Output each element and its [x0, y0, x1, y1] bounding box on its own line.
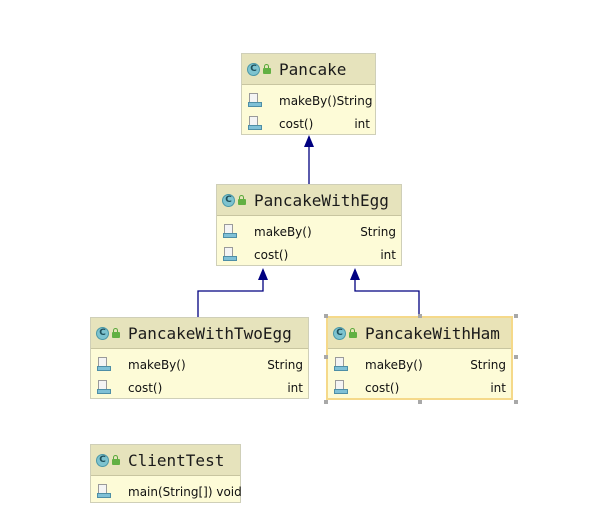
method-icon — [97, 357, 112, 372]
class-node-pancake-with-egg[interactable]: C PancakeWithEgg makeBy() String cost() … — [216, 184, 402, 266]
class-header: C PancakeWithTwoEgg — [91, 318, 308, 349]
method-icon — [248, 93, 263, 108]
resize-handle-bottom[interactable] — [418, 400, 422, 404]
class-icon: C — [96, 453, 109, 467]
resize-handle-right[interactable] — [514, 355, 518, 359]
resize-handle-bottom-left[interactable] — [324, 400, 328, 404]
public-lock-icon — [112, 328, 121, 338]
member-row[interactable]: cost() int — [91, 376, 308, 399]
member-type: int — [490, 380, 506, 395]
member-row[interactable]: cost() int — [217, 243, 401, 266]
class-node-pancake-with-two-egg[interactable]: C PancakeWithTwoEgg makeBy() String cost… — [90, 317, 309, 399]
member-row[interactable]: cost() int — [328, 376, 511, 399]
method-icon — [248, 116, 263, 131]
method-icon — [97, 484, 112, 499]
method-icon — [334, 380, 349, 395]
method-icon — [334, 357, 349, 372]
member-type: int — [287, 380, 303, 395]
class-header: C PancakeWithEgg — [217, 185, 401, 216]
class-icon: C — [222, 193, 235, 207]
public-lock-icon — [112, 455, 121, 465]
arrowhead-egg-left — [258, 268, 268, 280]
class-icon: C — [333, 326, 346, 340]
member-type: int — [354, 116, 370, 131]
class-name: PancakeWithEgg — [254, 190, 389, 210]
member-type: String — [336, 93, 373, 108]
resize-handle-bottom-right[interactable] — [514, 400, 518, 404]
member-name: makeBy() — [279, 93, 337, 108]
class-name: ClientTest — [128, 450, 225, 470]
inheritance-line-ham-to-egg — [354, 270, 420, 317]
public-lock-icon — [238, 195, 247, 205]
resize-handle-left[interactable] — [324, 355, 328, 359]
class-node-client-test[interactable]: C ClientTest main(String[]) void — [90, 444, 242, 503]
arrowhead-egg-right — [350, 268, 360, 280]
member-name: cost() — [365, 380, 400, 395]
public-lock-icon — [349, 328, 358, 338]
public-lock-icon — [263, 64, 272, 74]
member-row[interactable]: makeBy() String — [242, 89, 375, 112]
member-type: String — [470, 357, 506, 372]
class-header: C ClientTest — [91, 445, 240, 476]
member-row[interactable]: makeBy() String — [91, 353, 308, 376]
resize-handle-top-right[interactable] — [514, 314, 518, 318]
member-type: String — [360, 224, 396, 239]
method-icon — [223, 247, 238, 262]
member-row[interactable]: makeBy() String — [328, 353, 511, 376]
class-icon: C — [247, 62, 260, 76]
class-name: Pancake — [279, 59, 347, 79]
member-name: cost() — [128, 380, 163, 395]
class-header: C PancakeWithHam — [328, 318, 511, 349]
member-row[interactable]: makeBy() String — [217, 220, 401, 243]
resize-handle-top[interactable] — [418, 314, 422, 318]
class-name: PancakeWithTwoEgg — [128, 323, 292, 343]
class-name: PancakeWithHam — [365, 323, 500, 343]
member-type: String — [267, 357, 303, 372]
inheritance-line-twoegg-to-egg — [197, 270, 264, 317]
member-name: main(String[]) void — [128, 484, 242, 499]
member-row[interactable]: main(String[]) void — [91, 480, 242, 503]
class-node-pancake-with-ham[interactable]: C PancakeWithHam makeBy() String cost() … — [326, 316, 513, 400]
class-header: C Pancake — [242, 54, 375, 85]
member-name: makeBy() — [365, 357, 423, 372]
method-icon — [223, 224, 238, 239]
member-name: cost() — [254, 247, 289, 262]
member-name: cost() — [279, 116, 314, 131]
method-icon — [97, 380, 112, 395]
arrowhead-pancake — [304, 135, 314, 147]
member-type: int — [380, 247, 396, 262]
class-icon: C — [96, 326, 109, 340]
member-name: makeBy() — [128, 357, 186, 372]
class-node-pancake[interactable]: C Pancake makeBy() String cost() int — [241, 53, 376, 135]
member-name: makeBy() — [254, 224, 312, 239]
resize-handle-top-left[interactable] — [324, 314, 328, 318]
member-row[interactable]: cost() int — [242, 112, 375, 135]
